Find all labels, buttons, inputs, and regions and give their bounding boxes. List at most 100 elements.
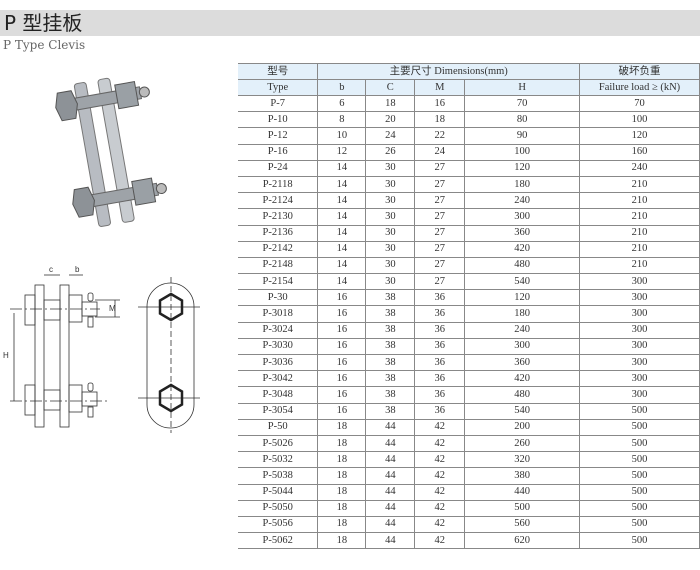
- cell-c: 20: [365, 111, 416, 129]
- cell-h: 360: [464, 224, 581, 242]
- cell-b: 8: [317, 111, 367, 129]
- cell-type: P-3054: [238, 402, 319, 420]
- cell-type: P-2142: [238, 240, 319, 258]
- cell-c: 38: [365, 353, 416, 372]
- cell-type: P-2118: [238, 175, 319, 194]
- cell-b: 16: [317, 386, 367, 404]
- cell-c: 30: [365, 159, 416, 177]
- dimension-drawing: c b M H: [3, 265, 200, 433]
- cell-b: 16: [317, 370, 367, 388]
- cell-type: P-5062: [238, 532, 319, 550]
- cell-type: P-2130: [238, 208, 319, 226]
- cell-c: 24: [365, 127, 416, 145]
- cell-c: 44: [365, 483, 416, 501]
- cell-c: 44: [365, 467, 416, 485]
- cell-load: 240: [579, 159, 700, 177]
- cell-type: P-5050: [238, 499, 319, 517]
- cell-load: 120: [579, 127, 700, 145]
- cell-c: 38: [365, 337, 416, 356]
- cell-b: 18: [317, 451, 367, 469]
- cell-type: P-5026: [238, 434, 319, 453]
- cell-h: 70: [464, 94, 581, 113]
- cell-m: 27: [414, 175, 466, 194]
- cell-m: 36: [414, 353, 466, 372]
- cell-b: 16: [317, 289, 367, 307]
- cell-type: P-16: [238, 143, 319, 161]
- cell-type: P-3018: [238, 305, 319, 323]
- cell-m: 27: [414, 159, 466, 177]
- cell-type: P-7: [238, 94, 319, 113]
- cell-h: 300: [464, 208, 581, 226]
- cell-c: 18: [365, 94, 416, 113]
- cell-load: 300: [579, 321, 700, 339]
- cell-b: 14: [317, 175, 367, 194]
- cell-b: 14: [317, 224, 367, 242]
- cell-m: 24: [414, 143, 466, 161]
- cell-load: 210: [579, 192, 700, 210]
- cell-b: 16: [317, 305, 367, 323]
- cell-c: 30: [365, 175, 416, 194]
- cell-h: 300: [464, 337, 581, 356]
- cell-load: 210: [579, 208, 700, 226]
- cell-load: 160: [579, 143, 700, 161]
- cell-b: 10: [317, 127, 367, 145]
- cell-m: 36: [414, 386, 466, 404]
- cell-load: 500: [579, 483, 700, 501]
- cell-load: 210: [579, 175, 700, 194]
- cell-h: 440: [464, 483, 581, 501]
- cell-load: 210: [579, 256, 700, 275]
- cell-c: 38: [365, 289, 416, 307]
- cell-b: 18: [317, 499, 367, 517]
- cell-load: 300: [579, 370, 700, 388]
- cell-h: 120: [464, 159, 581, 177]
- cell-type: P-3024: [238, 321, 319, 339]
- spec-table: 型号 主要尺寸 Dimensions(mm) 破坏负重 Type b C M H…: [238, 63, 700, 550]
- cell-b: 14: [317, 240, 367, 258]
- cell-m: 42: [414, 532, 466, 550]
- cell-c: 38: [365, 370, 416, 388]
- cell-c: 44: [365, 451, 416, 469]
- cell-c: 38: [365, 305, 416, 323]
- cell-b: 14: [317, 256, 367, 275]
- cell-h: 360: [464, 353, 581, 372]
- cell-type: P-3030: [238, 337, 319, 356]
- cell-type: P-24: [238, 159, 319, 177]
- cell-type: P-3048: [238, 386, 319, 404]
- header-type-cn: 型号: [238, 63, 319, 80]
- cell-b: 18: [317, 418, 367, 436]
- cell-b: 14: [317, 208, 367, 226]
- cell-h: 480: [464, 386, 581, 404]
- cell-m: 42: [414, 483, 466, 501]
- cell-b: 16: [317, 353, 367, 372]
- cell-load: 500: [579, 467, 700, 485]
- cell-c: 26: [365, 143, 416, 161]
- cell-type: P-2154: [238, 273, 319, 291]
- cell-m: 18: [414, 111, 466, 129]
- cell-b: 18: [317, 515, 367, 534]
- cell-type: P-5038: [238, 467, 319, 485]
- cell-b: 16: [317, 337, 367, 356]
- cell-h: 620: [464, 532, 581, 550]
- cell-type: P-5044: [238, 483, 319, 501]
- cell-h: 240: [464, 321, 581, 339]
- cell-b: 12: [317, 143, 367, 161]
- cell-b: 16: [317, 321, 367, 339]
- cell-load: 300: [579, 305, 700, 323]
- cell-b: 18: [317, 434, 367, 453]
- cell-b: 14: [317, 192, 367, 210]
- cell-h: 180: [464, 305, 581, 323]
- cell-m: 22: [414, 127, 466, 145]
- cell-load: 500: [579, 532, 700, 550]
